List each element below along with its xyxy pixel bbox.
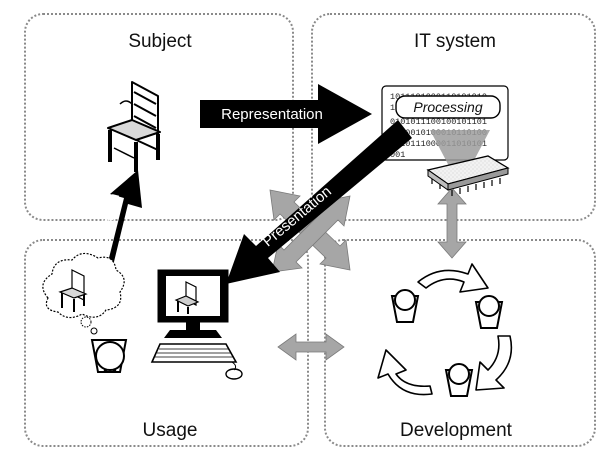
it-system-label: IT system	[414, 31, 496, 52]
gray-double-arrow-it-development	[437, 187, 467, 259]
thought-bubble	[42, 252, 125, 335]
usage-label: Usage	[143, 420, 198, 441]
cycle-arrow-icon	[377, 349, 433, 396]
chair-icon	[107, 81, 161, 172]
subject-label: Subject	[128, 31, 192, 52]
representation-label: Representation	[221, 106, 323, 123]
binary-line: 1	[390, 103, 395, 113]
cycle-arrow-icon	[475, 335, 513, 391]
representation-arrow: Representation	[200, 84, 372, 144]
mouse-icon	[225, 368, 243, 380]
developer-person-icon	[444, 363, 474, 397]
gray-double-arrow-usage-development	[277, 333, 345, 361]
cycle-arrow-icon	[417, 263, 489, 293]
chip-icon	[426, 155, 510, 196]
quadrant-development: Development	[324, 239, 596, 447]
binary-line: 001	[390, 150, 405, 160]
processing-label: Processing	[413, 99, 482, 115]
developer-person-icon	[390, 289, 420, 323]
user-person-icon	[90, 339, 128, 373]
development-label: Development	[400, 420, 513, 441]
monitor-chair-icon	[174, 281, 200, 314]
developer-person-icon	[474, 295, 504, 329]
development-cycle	[377, 263, 513, 397]
binary-line: 0101011100100101101	[390, 117, 487, 127]
thought-chair-icon	[58, 269, 88, 312]
computer-icon	[150, 269, 243, 380]
